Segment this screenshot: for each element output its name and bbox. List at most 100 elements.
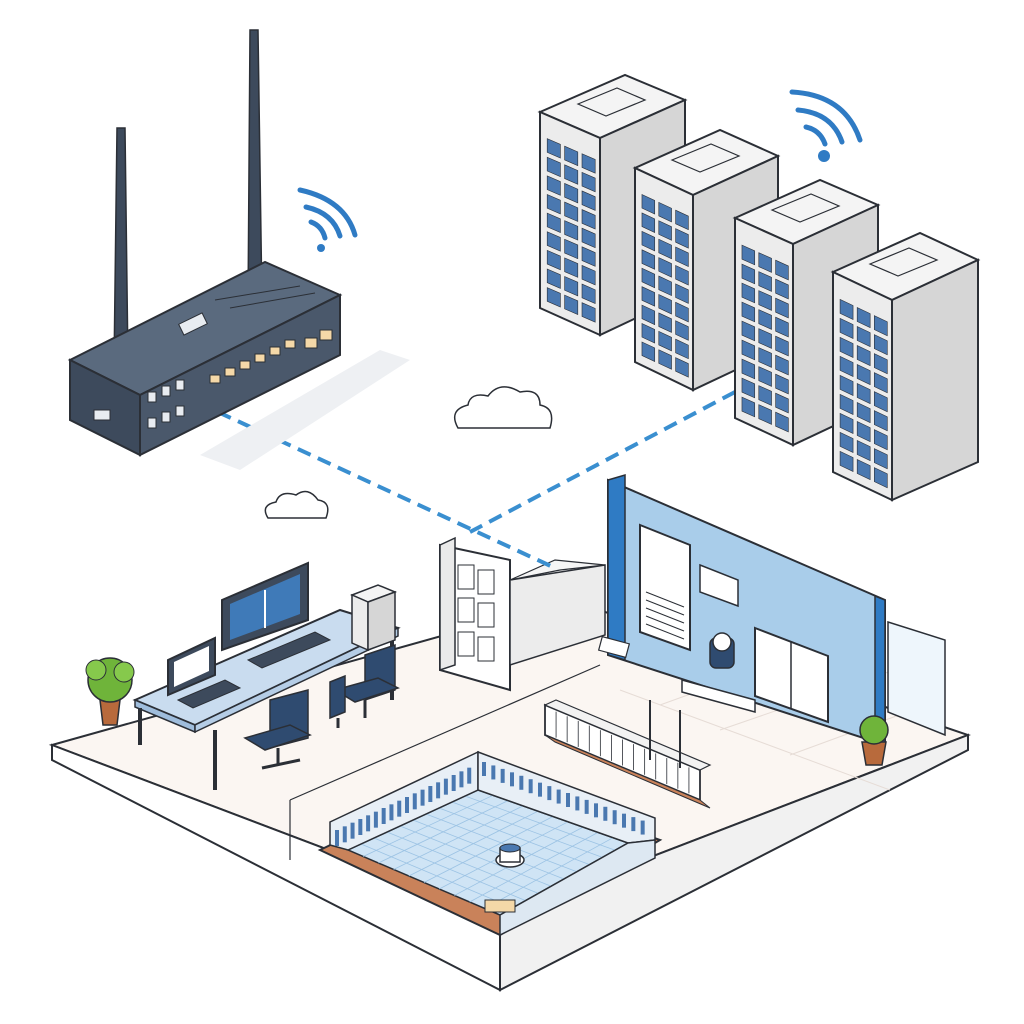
server-slot (564, 145, 579, 167)
server-slot (658, 349, 672, 370)
server-slot (658, 257, 672, 278)
server-slot (775, 411, 789, 433)
router-ports (209, 329, 333, 384)
server-slot (564, 257, 579, 278)
server-drive-slots (546, 138, 888, 489)
server-slot (758, 347, 772, 368)
server-slot (658, 330, 672, 352)
server-slot (641, 286, 656, 307)
server-slot (675, 264, 689, 286)
server-slot (564, 201, 579, 222)
server-slot (675, 357, 689, 378)
office-workstation (132, 561, 401, 790)
server-slot (741, 244, 756, 266)
server-slot (839, 412, 854, 434)
server-slot (581, 264, 596, 286)
operator-station (597, 632, 756, 713)
server-slot (758, 366, 772, 387)
server-slot (675, 228, 689, 249)
potted-plant-icon-2 (859, 715, 889, 766)
server-slot (564, 238, 579, 260)
cooling-pool (317, 750, 663, 937)
server-slot (775, 316, 789, 338)
server-slot (856, 307, 871, 329)
pc-tower (350, 584, 398, 652)
server-slot (546, 212, 561, 234)
pool-racks-front (499, 839, 656, 937)
server-slot (675, 246, 689, 268)
server-slot (675, 338, 689, 360)
server-slot (775, 335, 789, 357)
server-slot (873, 391, 888, 413)
server-slot (758, 290, 772, 311)
link-servers-to-office (469, 390, 736, 534)
server-slot (546, 268, 561, 289)
server-slot (758, 309, 772, 330)
server-slot (658, 238, 672, 260)
server-slot (873, 410, 888, 432)
server-slot (839, 431, 854, 453)
server-slot (741, 320, 756, 342)
server-slot (641, 212, 656, 233)
server-slot (839, 355, 854, 377)
server-slot (658, 275, 672, 297)
rack-row (543, 699, 712, 809)
server-slot (856, 383, 871, 405)
server-slot (775, 278, 789, 300)
server-slot (658, 294, 672, 315)
server-slot (856, 402, 871, 424)
server-slot (741, 339, 756, 361)
wall-sign (699, 563, 739, 608)
server-slot (775, 373, 789, 395)
server-slot (873, 315, 888, 337)
server-slot (581, 171, 596, 193)
cloud-icon (453, 386, 553, 429)
server-slot (564, 164, 579, 185)
server-slot (581, 209, 596, 230)
office-chair-1 (243, 689, 312, 770)
floor-slab-right (499, 733, 969, 992)
server-slot (873, 372, 888, 394)
server-slot (546, 156, 561, 178)
office-chair-2 (333, 643, 400, 718)
server-slot (581, 246, 596, 267)
server-slot (758, 404, 772, 425)
router-side (139, 293, 341, 457)
server-slot (839, 374, 854, 396)
server-slot (564, 276, 579, 297)
server-slot (581, 227, 596, 249)
server-slot (856, 440, 871, 462)
server-tower-icon (537, 73, 981, 502)
server-slot (758, 252, 772, 273)
server-slot (581, 190, 596, 211)
server-slot (641, 249, 656, 270)
server-slot (546, 231, 561, 252)
server-slot (856, 459, 871, 481)
server-slot (839, 317, 854, 339)
server-slot (856, 421, 871, 443)
server-slot (839, 336, 854, 358)
server-slot (546, 175, 561, 196)
cloud-icon-small (264, 490, 329, 519)
server-slot (546, 287, 561, 308)
wireless-router-icon (67, 29, 410, 470)
server-slot (546, 194, 561, 215)
wifi-signal-icon-servers (789, 89, 863, 162)
server-slot (873, 334, 888, 356)
glass-panel (887, 620, 946, 737)
server-slot (741, 282, 756, 304)
wall-edge (607, 473, 626, 662)
server-slot (658, 312, 672, 333)
server-slot (758, 385, 772, 406)
server-slot (658, 201, 672, 223)
wifi-signal-icon (297, 187, 358, 252)
server-slot (641, 304, 656, 326)
server-slot (564, 220, 579, 241)
server-slot (741, 396, 756, 418)
server-slot (839, 393, 854, 415)
server-slot (758, 328, 772, 349)
server-slot (641, 230, 656, 252)
server-slot (856, 364, 871, 386)
server-slot (758, 271, 772, 292)
server-slot (675, 283, 689, 304)
